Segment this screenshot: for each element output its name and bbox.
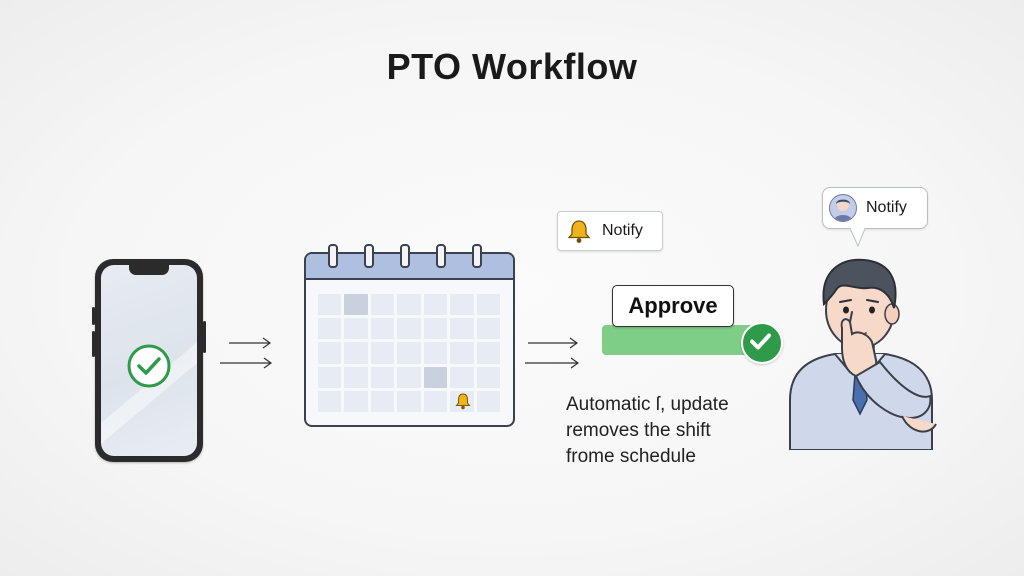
calendar-cell <box>450 342 474 364</box>
calendar-cell <box>318 294 342 316</box>
calendar-cell <box>318 366 342 388</box>
calendar-cell <box>397 318 421 340</box>
approve-button[interactable]: Approve <box>612 285 734 327</box>
caption-line: Automatic ſ, update <box>566 394 729 415</box>
calendar-grid <box>318 294 500 412</box>
calendar-cell <box>344 366 368 388</box>
calendar-ring <box>364 244 374 268</box>
calendar-cell <box>318 318 342 340</box>
calendar-cell <box>370 294 395 316</box>
workflow-caption: Automatic ſ, update removes the shift fr… <box>566 392 796 470</box>
arrow-right-icon <box>228 337 272 349</box>
calendar-cell <box>476 390 500 412</box>
calendar-cell <box>423 390 448 412</box>
calendar-cell <box>476 294 500 316</box>
calendar-cell <box>397 366 421 388</box>
calendar-cell <box>318 342 342 364</box>
calendar-cell <box>344 390 368 412</box>
calendar-ring <box>400 244 410 268</box>
calendar-cell <box>397 342 421 364</box>
calendar-ring <box>328 244 338 268</box>
calendar-cell <box>344 294 368 316</box>
calendar-icon <box>304 252 515 427</box>
calendar-cell <box>397 294 421 316</box>
phone-screen <box>101 265 197 456</box>
calendar-cell <box>423 342 448 364</box>
notify-chip-label: Notify <box>602 222 643 239</box>
calendar-cell <box>476 342 500 364</box>
page-title: PTO Workflow <box>386 46 638 87</box>
arrow-right-icon <box>524 357 580 369</box>
phone-side-button <box>203 321 206 353</box>
calendar-cell <box>370 366 395 388</box>
arrow-right-icon <box>527 337 579 349</box>
caption-line: frome schedule <box>566 446 696 467</box>
check-circle-icon <box>127 344 171 388</box>
calendar-cell <box>450 318 474 340</box>
calendar-cell <box>476 318 500 340</box>
calendar-ring <box>472 244 482 268</box>
calendar-cell <box>423 318 448 340</box>
arrow-right-icon <box>219 357 273 369</box>
bell-icon <box>455 393 471 410</box>
phone-notch <box>129 265 169 275</box>
caption-line: removes the shift <box>566 420 711 441</box>
calendar-cell <box>450 390 474 412</box>
speech-bubble-tail <box>848 226 867 248</box>
calendar-cell <box>370 390 395 412</box>
avatar-icon <box>829 194 857 222</box>
approve-progress-bar <box>602 325 762 355</box>
notify-chip: Notify <box>557 211 663 251</box>
calendar-cell <box>423 366 448 388</box>
calendar-cell <box>370 318 395 340</box>
calendar-cell <box>450 294 474 316</box>
calendar-cell <box>423 294 448 316</box>
calendar-cell <box>450 366 474 388</box>
calendar-cell <box>344 342 368 364</box>
person-illustration <box>789 258 937 450</box>
calendar-cell <box>318 390 342 412</box>
calendar-cell <box>397 390 421 412</box>
calendar-cell <box>370 342 395 364</box>
check-icon <box>741 322 783 364</box>
calendar-ring <box>436 244 446 268</box>
calendar-cell <box>476 366 500 388</box>
notify-speech-bubble: Notify <box>822 187 928 229</box>
phone-device <box>92 259 206 462</box>
speech-bubble-label: Notify <box>866 199 907 216</box>
phone-side-button <box>92 307 95 325</box>
bell-icon <box>567 220 591 243</box>
calendar-cell <box>344 318 368 340</box>
phone-side-button <box>92 331 95 357</box>
